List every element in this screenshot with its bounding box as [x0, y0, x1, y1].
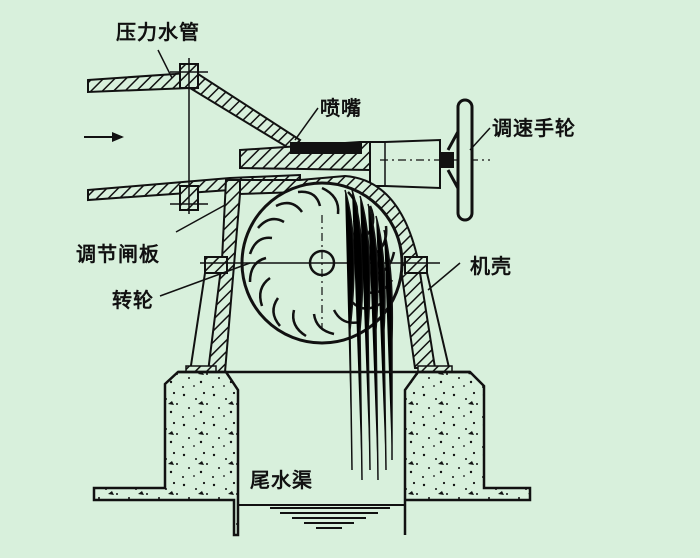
label-regulating-gate: 调节闸板 — [76, 242, 160, 266]
label-tailrace: 尾水渠 — [250, 468, 313, 492]
right-arrow-icon — [84, 132, 124, 142]
label-casing: 机壳 — [470, 254, 512, 278]
speed-handwheel[interactable] — [456, 98, 474, 222]
label-runner: 转轮 — [112, 288, 154, 312]
water-jet — [344, 189, 394, 481]
label-speed-handwheel: 调速手轮 — [492, 116, 576, 140]
casing — [185, 174, 453, 375]
foundation — [92, 370, 532, 537]
leader-lines — [157, 49, 491, 297]
label-nozzle: 喷嘴 — [320, 96, 362, 120]
tailwater-surface — [270, 507, 390, 529]
nozzle — [239, 127, 490, 193]
label-penstock: 压力水管 — [116, 20, 200, 44]
